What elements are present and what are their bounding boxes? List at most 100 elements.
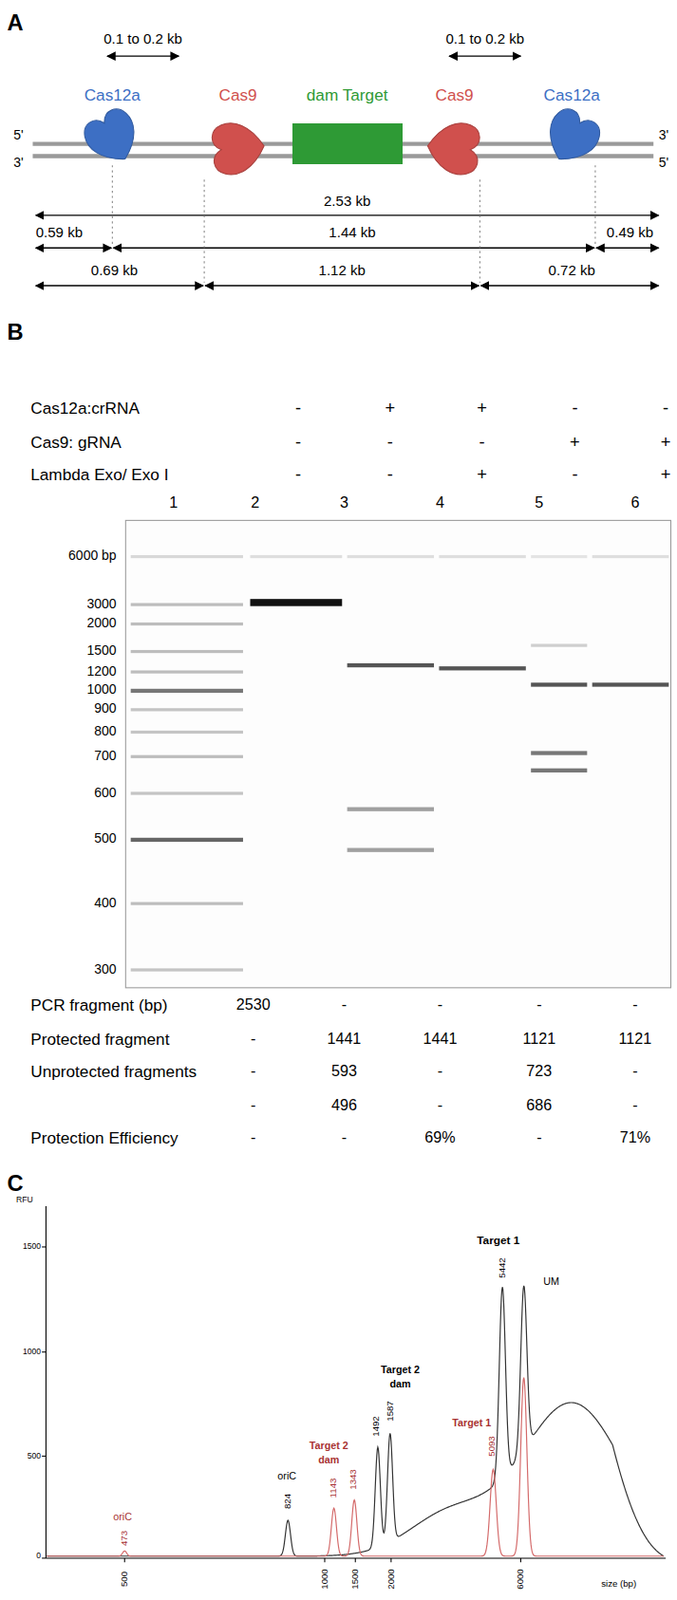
tick-label: 500 (119, 1572, 131, 1588)
row-label: PCR fragment (bp) (30, 996, 168, 1016)
target-region: dam Target (285, 86, 409, 165)
table-value: - (536, 1129, 542, 1148)
lane-number: 5 (534, 494, 544, 512)
lane-number: 2 (250, 494, 260, 512)
panel-letter: C (7, 1171, 24, 1197)
condition-sign: - (571, 398, 578, 418)
condition-sign: + (384, 398, 395, 418)
condition-sign: - (387, 465, 394, 485)
peak-size: 1492 (370, 1417, 381, 1438)
spacing-label: 0.1 to 0.2 kb (103, 31, 183, 48)
size-marker: 1500 (87, 643, 117, 659)
table-value: 1441 (326, 1031, 361, 1049)
size-marker: 800 (94, 724, 116, 739)
condition-sign: - (571, 465, 578, 485)
size-marker: 300 (94, 962, 116, 978)
row-label: Protection Efficiency (30, 1129, 178, 1148)
protein-shape (206, 117, 269, 180)
cut-site-guides (112, 165, 596, 283)
peak-size: 473 (119, 1531, 131, 1547)
target-box (292, 123, 403, 165)
table-value: - (437, 1097, 443, 1115)
length-label: 2.53 kb (323, 193, 371, 210)
node-label: dam Target (306, 86, 389, 106)
protein-shape (81, 107, 144, 167)
table-value: - (250, 1063, 256, 1081)
peak-name: oriC (112, 1512, 132, 1524)
condition-sign: + (476, 465, 488, 485)
table-value: 686 (526, 1097, 552, 1115)
size-marker: 1200 (87, 664, 117, 679)
protein-complex: Cas9 (408, 86, 501, 179)
table-value: - (341, 1129, 347, 1148)
peak-size: 5093 (487, 1436, 498, 1457)
condition-sign: - (387, 432, 394, 452)
trace-untreated (47, 1286, 664, 1558)
lane-number: 3 (339, 494, 349, 512)
peak-name: Target 2 (309, 1441, 349, 1453)
table-value: 1121 (619, 1031, 653, 1049)
length-label: 1.12 kb (319, 263, 366, 280)
peak-name: UM (543, 1277, 560, 1289)
protein-complex: Cas9 (191, 86, 284, 179)
condition-sign: - (295, 432, 301, 452)
strand-end: 3' (658, 128, 669, 143)
table-value: 2530 (236, 996, 271, 1015)
length-label: 0.69 kb (91, 263, 138, 280)
axis-title: size (bp) (601, 1579, 637, 1591)
tick-label: 2000 (386, 1569, 397, 1590)
length-label: 0.49 kb (606, 225, 654, 242)
condition-sign: - (479, 432, 486, 452)
peak-size: 1587 (384, 1402, 395, 1423)
row-label: Protected fragment (30, 1030, 170, 1049)
lane-number: 4 (435, 494, 445, 512)
table-value: 496 (331, 1097, 358, 1115)
peak-size: 1143 (327, 1479, 339, 1500)
protein-shape (541, 107, 603, 167)
dimension-arrows (36, 56, 659, 286)
trace-protected (47, 1378, 664, 1558)
strand-end: 5' (658, 155, 669, 170)
chart-axes (41, 1206, 666, 1563)
table-value: 1121 (522, 1031, 556, 1049)
condition-sign: - (295, 398, 301, 418)
peak-size: 824 (282, 1494, 294, 1510)
size-marker: 600 (94, 786, 116, 801)
peak-size: 1343 (348, 1470, 359, 1491)
condition-sign: + (660, 432, 672, 452)
panel-letter: A (7, 10, 24, 36)
table-value: 71% (620, 1129, 651, 1148)
peak-name: oriC (277, 1471, 297, 1484)
length-label: 1.44 kb (328, 225, 376, 242)
peak-size: 5442 (497, 1258, 508, 1279)
node-label: Cas9 (434, 86, 473, 106)
strand-end: 3' (13, 155, 23, 170)
node-label: Cas12a (84, 86, 141, 106)
size-marker: 900 (94, 702, 116, 717)
tick-label: 1000 (319, 1569, 331, 1590)
size-marker: 3000 (87, 597, 117, 612)
node-label: Cas9 (219, 86, 258, 106)
size-marker: 500 (94, 831, 116, 847)
electropherogram-traces (47, 1286, 664, 1558)
peak-name: dam (318, 1455, 339, 1467)
tick-label: 0 (36, 1552, 41, 1561)
condition-sign: - (295, 465, 301, 485)
tick-label: 500 (27, 1452, 41, 1462)
peak-name: Target 1 (476, 1234, 520, 1247)
table-value: 593 (331, 1063, 358, 1081)
spacing-label: 0.1 to 0.2 kb (445, 31, 525, 48)
lane-number: 6 (630, 494, 640, 512)
peak-name: dam (390, 1379, 412, 1392)
size-marker: 6000 bp (68, 548, 117, 564)
table-value: - (632, 996, 638, 1015)
row-label: Cas9: gRNA (30, 432, 122, 452)
table-value: 723 (526, 1063, 552, 1081)
condition-sign: + (569, 432, 581, 452)
gel-bands (131, 555, 670, 973)
length-label: 0.72 kb (548, 263, 596, 280)
gel-frame (125, 520, 671, 988)
table-value: - (437, 996, 443, 1015)
size-marker: 700 (94, 749, 116, 764)
row-label: Unprotected fragments (30, 1063, 197, 1082)
